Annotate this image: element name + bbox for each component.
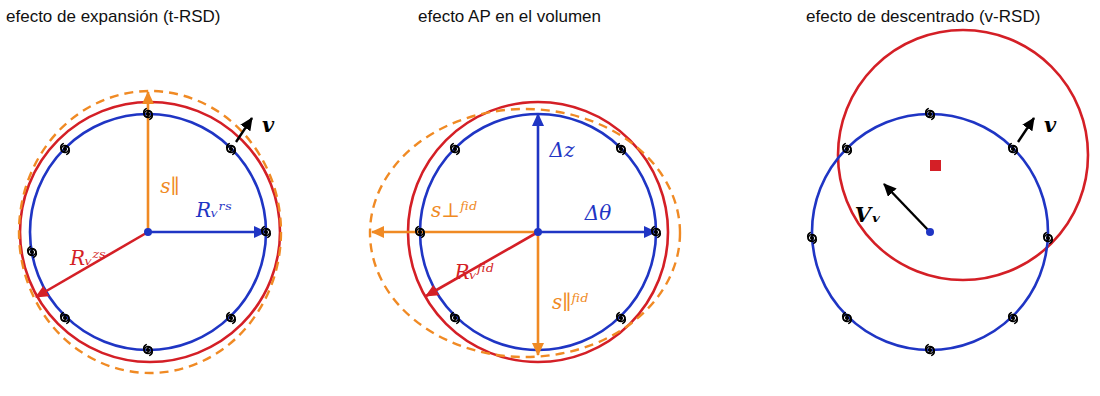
radius-arrow [148, 231, 266, 234]
galaxy-symbol [926, 345, 934, 356]
center-dot [534, 228, 542, 236]
dtheta-arrow [538, 231, 656, 234]
galaxy-symbol [61, 144, 69, 155]
distance-label: s∥ᶠⁱᵈ [552, 292, 588, 312]
velocity-arrow [236, 118, 252, 142]
center-dot [144, 228, 152, 236]
distance-label: s⊥ᶠⁱᵈ [431, 200, 477, 220]
galaxy-symbol [416, 227, 424, 238]
ap-panel [370, 102, 680, 362]
galaxy-symbol [61, 313, 69, 324]
dashed-ellipse [370, 109, 680, 357]
radius-arrow [426, 232, 538, 296]
velocity-label: v [1044, 114, 1056, 135]
panel-title: efecto de descentrado (v-RSD) [806, 8, 1040, 25]
galaxy-symbol [1044, 233, 1052, 244]
velocity-label: Vᵥ [855, 204, 882, 225]
galaxy-symbol [617, 313, 625, 324]
radius-label: Rᵥᶻˢ [70, 248, 106, 268]
galaxy-symbol [652, 227, 660, 238]
parallel-arrow [537, 232, 540, 355]
galaxy-symbol [144, 345, 152, 356]
shifted-center [930, 160, 941, 171]
center-dot [926, 228, 934, 236]
perp-arrow [372, 231, 538, 234]
galaxy-symbol [144, 109, 152, 120]
radius-label: Rᵥᶠⁱᵈ [454, 262, 493, 282]
expansion-panel [19, 91, 281, 373]
galaxy-symbol [227, 313, 235, 324]
galaxy-symbol [227, 144, 235, 155]
galaxy-symbol [1009, 144, 1017, 155]
galaxy-symbol [843, 313, 851, 324]
panel-title: efecto de expansión (t-RSD) [6, 8, 221, 25]
dashed-ellipse [19, 91, 281, 373]
shifted-circle [838, 30, 1088, 280]
radius-arrow [36, 232, 148, 297]
galaxy-symbol [262, 227, 270, 238]
galaxy-symbol [28, 247, 36, 258]
galaxy-symbol [843, 144, 851, 155]
galaxy-symbol [808, 233, 816, 244]
offcentre-panel [808, 30, 1088, 355]
velocity-arrow [1018, 118, 1034, 142]
real-space-circle [812, 114, 1048, 350]
galaxy-symbol [451, 144, 459, 155]
galaxy-symbol [1009, 313, 1017, 324]
galaxy-symbol [926, 109, 934, 120]
panel-title: efecto AP en el volumen [418, 8, 601, 25]
void-velocity-arrow [884, 184, 930, 232]
velocity-label: v [262, 114, 274, 135]
galaxy-symbol [617, 144, 625, 155]
distance-label: Δθ [585, 203, 611, 223]
dz-arrow [537, 114, 540, 232]
distance-label: s∥ [160, 176, 180, 196]
zspace-circle [20, 102, 280, 362]
galaxy-symbol [451, 313, 459, 324]
distance-label: Δz [550, 140, 575, 160]
radius-label: Rᵥʳˢ [196, 200, 232, 220]
